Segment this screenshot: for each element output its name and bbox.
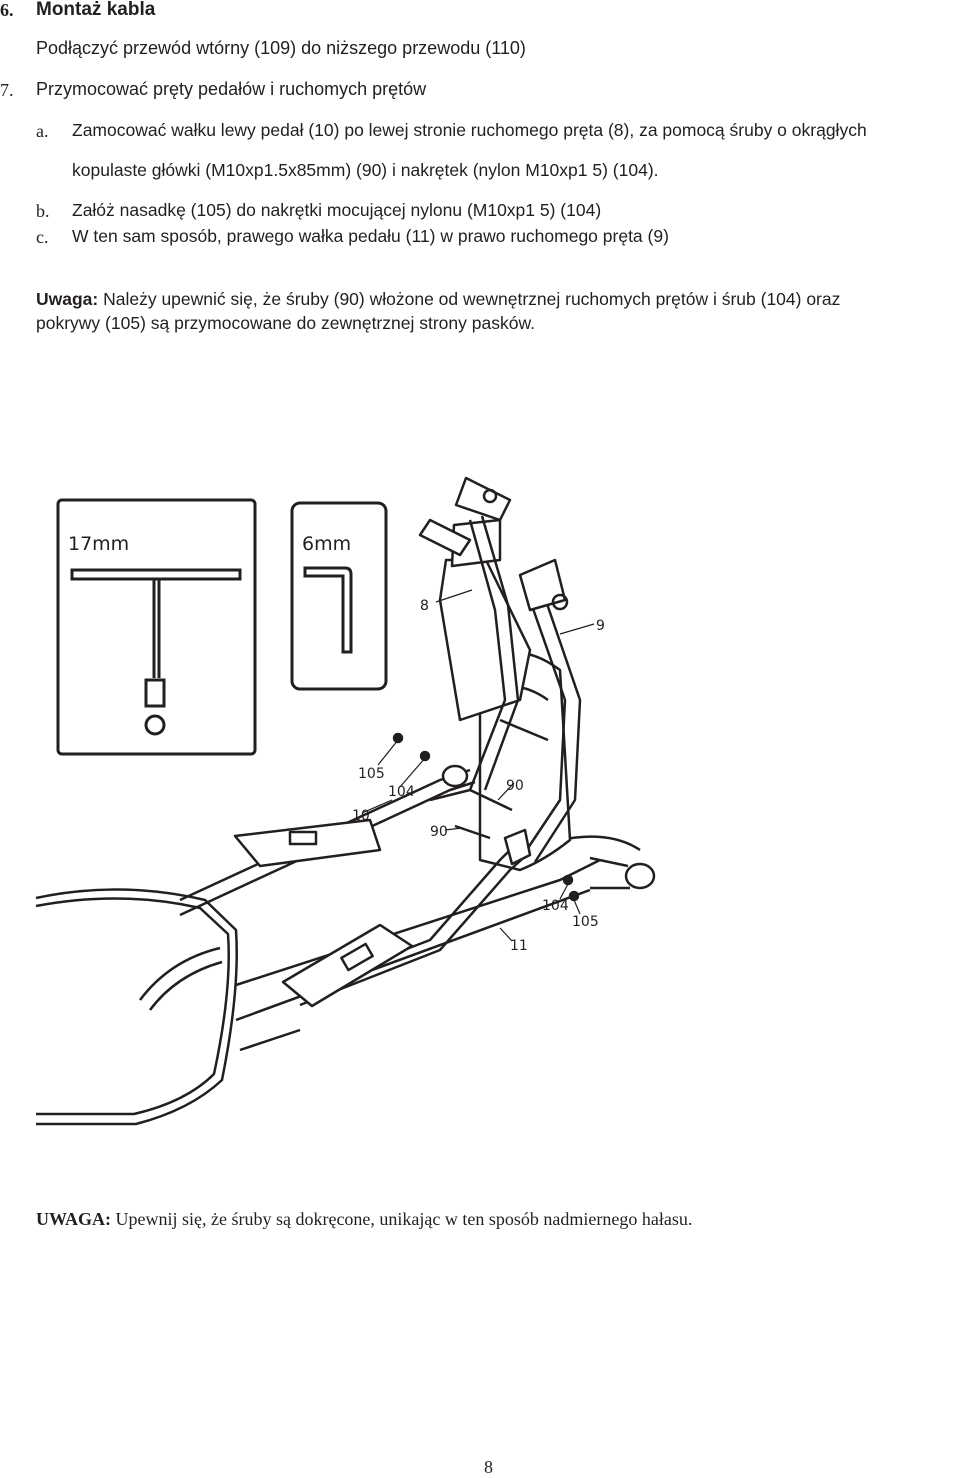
warning-label: UWAGA: (36, 1209, 111, 1229)
note-line2: pokrywy (105) są przymocowane do zewnętr… (36, 313, 535, 333)
t-wrench-icon (70, 568, 242, 736)
trainer-drawing (35, 476, 656, 1126)
tool-label-17mm: 17mm (68, 533, 129, 555)
page-number: 8 (484, 1457, 493, 1477)
callout-8: 8 (420, 598, 429, 614)
step-b-text: Załóż nasadkę (105) do nakrętki mocujące… (72, 200, 602, 220)
note-line1: Uwaga: Należy upewnić się, że śruby (90)… (36, 289, 840, 310)
step-c-text: W ten sam sposób, prawego wałka pedału (… (72, 226, 669, 246)
callout-90-lower: 90 (430, 824, 448, 840)
callout-104-left: 104 (388, 784, 415, 800)
callout-90-upper: 90 (506, 778, 524, 794)
note-text-line1: Należy upewnić się, że śruby (90) włożon… (98, 289, 841, 309)
warning: UWAGA: Upewnij się, że śruby są dokręcon… (36, 1209, 692, 1230)
callout-105-left: 105 (358, 766, 385, 782)
callout-11: 11 (510, 938, 528, 954)
step-a-marker: a. (36, 121, 49, 141)
section-6-title: Montaż kabla (36, 0, 156, 20)
tool-label-6mm: 6mm (302, 533, 351, 555)
section-6-text: Podłączyć przewód wtórny (109) do niższe… (36, 38, 526, 58)
hex-key-icon (303, 566, 353, 654)
callout-104-right: 104 (542, 898, 569, 914)
callout-9: 9 (596, 618, 605, 634)
warning-text: Upewnij się, że śruby są dokręcone, unik… (111, 1209, 693, 1229)
callout-105-right: 105 (572, 914, 599, 930)
section-6-number: 6. (0, 0, 14, 20)
step-a-text-line1: Zamocować wałku lewy pedał (10) po lewej… (72, 120, 867, 140)
section-7-number: 7. (0, 80, 14, 100)
callout-leaders (361, 589, 595, 942)
step-b-marker: b. (36, 201, 50, 221)
assembly-figure: 17mm 6mm (35, 476, 656, 1126)
tool-box-6mm: 6mm (290, 501, 388, 691)
section-7-title: Przymocować pręty pedałów i ruchomych pr… (36, 79, 427, 99)
step-a-text-line2: kopulaste główki (M10xp1.5x85mm) (90) i … (72, 160, 659, 180)
note-label: Uwaga: (36, 289, 99, 309)
tool-box-17mm: 17mm (56, 498, 257, 756)
step-c-marker: c. (36, 227, 49, 247)
callout-10: 10 (352, 808, 370, 824)
